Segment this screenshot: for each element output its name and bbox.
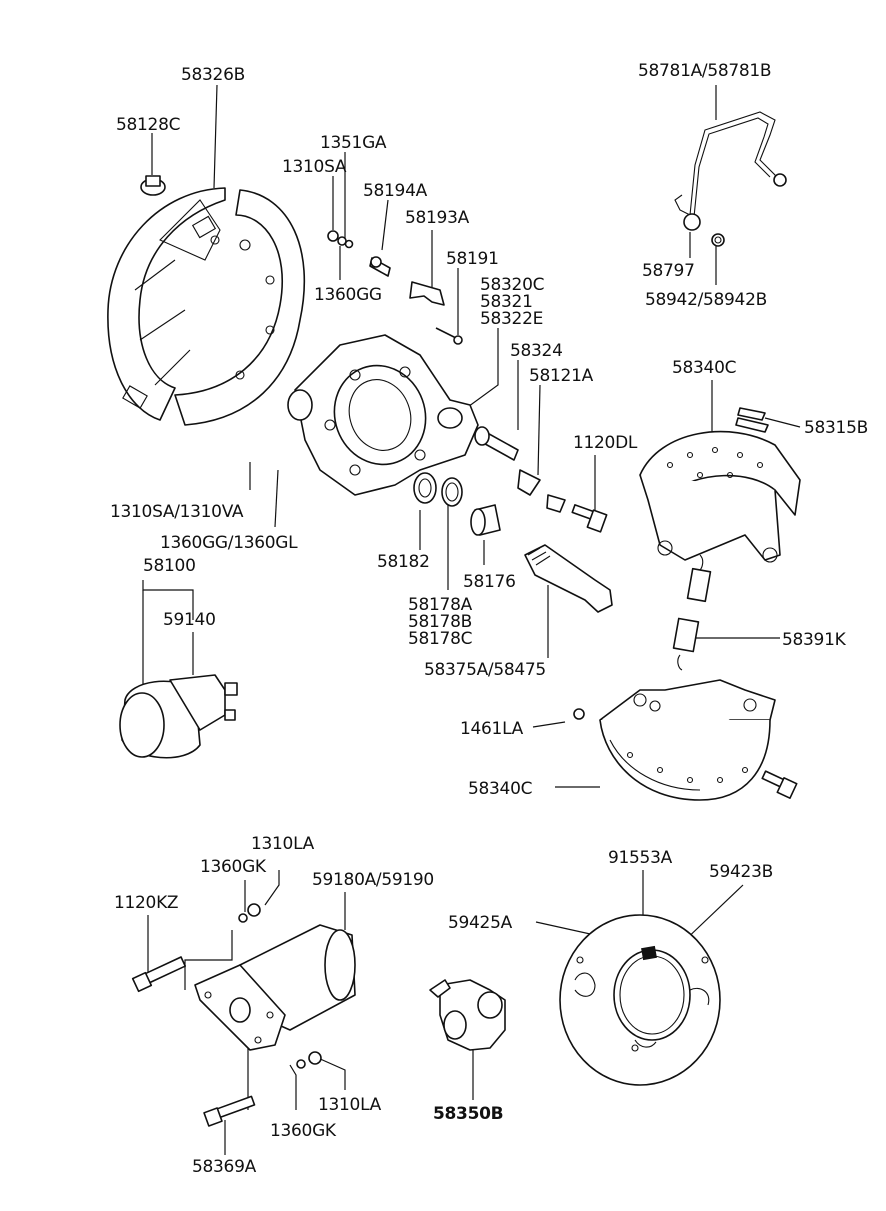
label-58375A-58475: 58375A/58475 — [424, 660, 546, 680]
plug-illustration — [140, 175, 166, 196]
bolt-1120dl-illustration — [571, 504, 608, 533]
label-58320C: 58320C — [480, 275, 544, 295]
label-58324: 58324 — [510, 341, 563, 361]
lever-illustration — [429, 979, 506, 1051]
label-58369A: 58369A — [192, 1157, 257, 1177]
label-58178A: 58178A — [408, 595, 473, 615]
actuator-nuts-illustration — [238, 903, 322, 1069]
bolt-lower-shoe-illustration — [573, 708, 798, 800]
leader-lines — [142, 84, 801, 1155]
spring-illustration — [672, 554, 712, 671]
plates-58315b-illustration — [735, 407, 769, 433]
label-58194A: 58194A — [363, 181, 428, 201]
label-1461LA: 1461LA — [460, 719, 524, 739]
label-1310SA: 1310SA — [282, 157, 347, 177]
label-58191: 58191 — [446, 249, 499, 269]
carrier-body-illustration — [287, 334, 479, 496]
label-58321: 58321 — [480, 292, 533, 312]
brake-shoe-lower-illustration — [599, 679, 776, 801]
label-58121A: 58121A — [529, 366, 594, 386]
label-1310LA-lower: 1310LA — [318, 1095, 382, 1115]
small-fasteners-illustration — [327, 230, 463, 345]
backing-plate-illustration — [107, 187, 306, 426]
label-59140: 59140 — [163, 610, 216, 630]
brake-hose-illustration — [674, 111, 787, 247]
label-58176: 58176 — [463, 572, 516, 592]
label-58391K: 58391K — [782, 630, 847, 650]
label-58315B: 58315B — [804, 418, 868, 438]
label-1360GG: 1360GG — [314, 285, 382, 305]
label-1360GK-lower: 1360GK — [270, 1121, 337, 1141]
label-1120KZ: 1120KZ — [114, 893, 178, 913]
label-58797: 58797 — [642, 261, 695, 281]
label-58178B: 58178B — [408, 612, 472, 632]
part-labels: 58326B 58128C 1351GA 1310SA 58194A 58193… — [110, 61, 868, 1177]
label-59423B: 59423B — [709, 862, 773, 882]
label-1351GA: 1351GA — [320, 133, 387, 153]
label-58128C: 58128C — [116, 115, 180, 135]
label-1310LA-upper: 1310LA — [251, 834, 315, 854]
label-91553A: 91553A — [608, 848, 673, 868]
dust-cover-illustration — [559, 914, 721, 1086]
label-58781A-58781B: 58781A/58781B — [638, 61, 771, 81]
brake-chamber-illustration — [119, 674, 238, 759]
label-58322E: 58322E — [480, 309, 543, 329]
label-58182: 58182 — [377, 552, 430, 572]
label-1360GG-1360GL: 1360GG/1360GL — [160, 533, 298, 553]
label-59425A: 59425A — [448, 913, 513, 933]
label-58326B: 58326B — [181, 65, 245, 85]
label-1120DL: 1120DL — [573, 433, 638, 453]
bolt-1120kz-illustration — [131, 956, 187, 993]
actuator-illustration — [194, 924, 356, 1051]
label-59180A-59190: 59180A/59190 — [312, 870, 434, 890]
brake-shoe-upper-illustration — [639, 430, 801, 563]
label-58178C: 58178C — [408, 629, 472, 649]
label-58340C-upper: 58340C — [672, 358, 736, 378]
label-58350B: 58350B — [433, 1104, 503, 1124]
label-58100: 58100 — [143, 556, 196, 576]
bolt-58369a-illustration — [203, 1095, 256, 1127]
seals-illustration — [413, 472, 501, 536]
label-1310SA-1310VA: 1310SA/1310VA — [110, 502, 244, 522]
label-58193A: 58193A — [405, 208, 470, 228]
pin-illustration — [474, 426, 566, 513]
label-58340C-lower: 58340C — [468, 779, 532, 799]
cam-shaft-illustration — [524, 544, 613, 613]
label-1360GK-upper: 1360GK — [200, 857, 267, 877]
label-58942-58942B: 58942/58942B — [645, 290, 767, 310]
